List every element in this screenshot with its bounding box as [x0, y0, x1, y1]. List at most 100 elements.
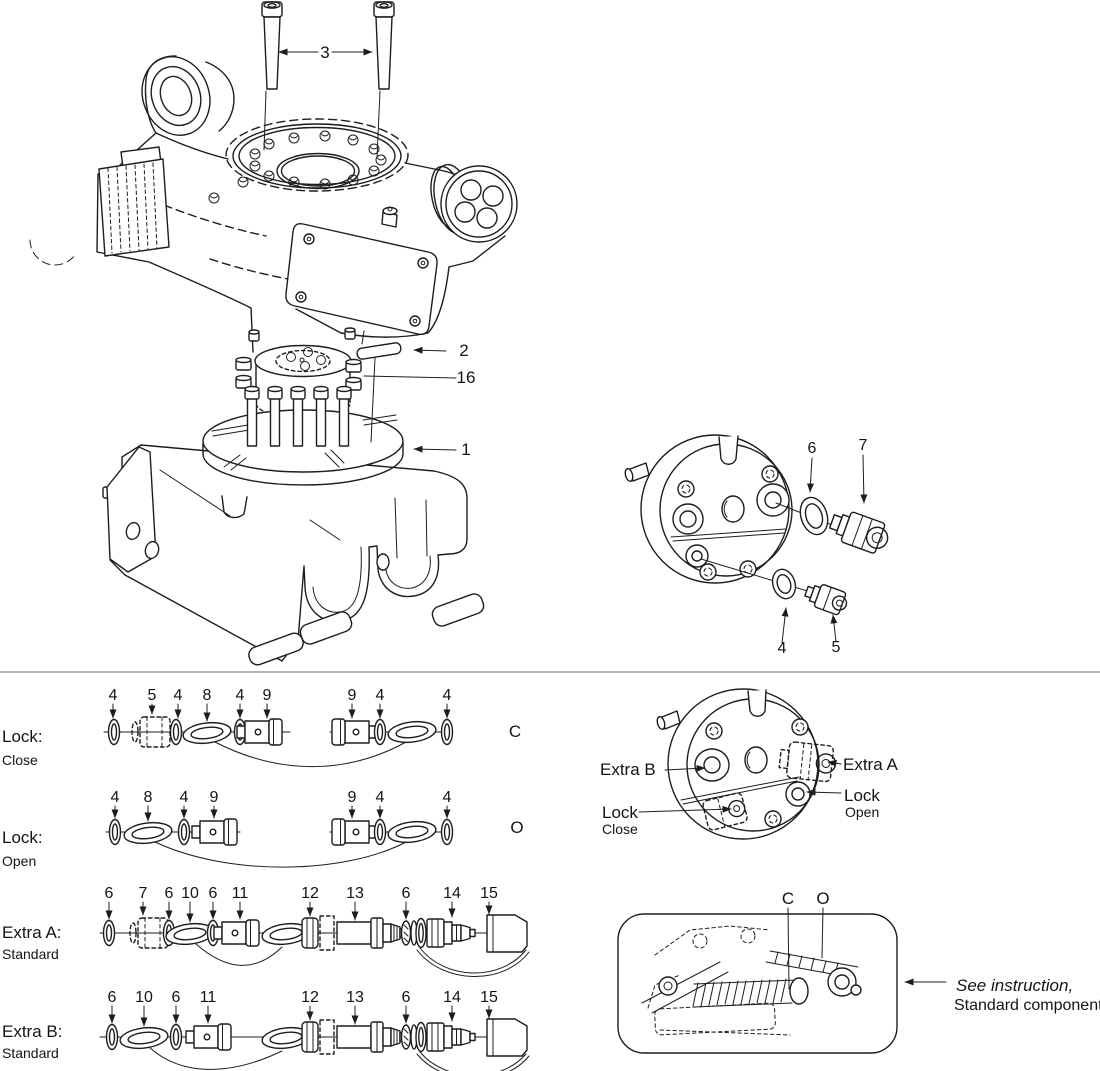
callout-2-label: 2 — [459, 341, 468, 360]
row-title: Extra A: — [2, 923, 62, 942]
svg-text:6: 6 — [105, 885, 114, 902]
callout-1: 1 — [413, 440, 471, 459]
lock-open-label: Lock — [844, 786, 880, 805]
svg-text:7: 7 — [859, 437, 868, 454]
elbow-port — [141, 56, 235, 136]
callout-6: 6 — [807, 440, 817, 493]
row-subtitle: Standard — [2, 1045, 59, 1061]
callout-3: 3 — [278, 43, 373, 62]
row-title: Lock: — [2, 828, 43, 847]
svg-text:9: 9 — [263, 687, 272, 704]
socket-bolt-icon — [373, 1, 395, 90]
plug-fitting-5 — [804, 584, 848, 616]
svg-text:14: 14 — [443, 885, 461, 902]
svg-text:6: 6 — [108, 989, 117, 1006]
callout-2: 2 — [413, 341, 469, 360]
row-lock-close: Lock: Close C 4 5 4 8 4 9 9 4 4 — [2, 687, 521, 768]
svg-text:11: 11 — [232, 885, 249, 902]
svg-text:5: 5 — [832, 639, 841, 656]
svg-text:6: 6 — [165, 885, 174, 902]
callout-16-label: 16 — [457, 368, 476, 387]
svg-text:8: 8 — [203, 687, 212, 704]
row-title: Lock: — [2, 727, 43, 746]
svg-text:4: 4 — [174, 687, 183, 704]
seal-ring-4 — [771, 568, 797, 600]
svg-text:10: 10 — [135, 989, 153, 1006]
row-callouts: 6 10 6 11 12 13 6 14 15 — [108, 989, 498, 1027]
svg-text:4: 4 — [376, 687, 385, 704]
svg-text:7: 7 — [139, 885, 148, 902]
svg-text:4: 4 — [376, 789, 385, 806]
plug-fitting-7 — [828, 511, 889, 554]
callout-7: 7 — [859, 437, 868, 504]
row-code: O — [510, 818, 523, 837]
svg-text:14: 14 — [443, 989, 461, 1006]
row-code: C — [509, 722, 521, 741]
callout-3-label: 3 — [320, 43, 329, 62]
svg-text:4: 4 — [778, 640, 787, 657]
key-pin — [356, 330, 402, 443]
svg-text:4: 4 — [236, 687, 245, 704]
grapple-drawing — [641, 925, 862, 1036]
hose-flange — [430, 163, 518, 243]
mounting-bracket — [102, 444, 485, 666]
row-subtitle: Standard — [2, 946, 59, 962]
svg-text:6: 6 — [808, 440, 817, 457]
damper-block — [98, 146, 170, 257]
svg-text:9: 9 — [348, 687, 357, 704]
lock-close-sub: Close — [602, 821, 638, 837]
main-assembly-drawing: 3 2 16 1 — [29, 1, 518, 666]
row-callouts: 4 8 4 9 9 4 4 — [111, 789, 452, 822]
svg-text:6: 6 — [402, 989, 411, 1006]
svg-text:11: 11 — [200, 989, 217, 1006]
distributor-studs — [244, 385, 352, 447]
svg-text:15: 15 — [480, 885, 498, 902]
svg-text:6: 6 — [402, 885, 411, 902]
callout-5: 5 — [830, 614, 841, 656]
svg-text:4: 4 — [443, 687, 452, 704]
svg-text:12: 12 — [301, 989, 319, 1006]
callout-16: 16 — [363, 368, 476, 387]
instruction-box: C O See instruction, Standard components — [617, 889, 1100, 1054]
svg-text:13: 13 — [346, 989, 364, 1006]
lock-close-label: Lock — [602, 803, 638, 822]
note-line-1: See instruction, — [956, 976, 1073, 995]
c-o-callouts: C O — [782, 889, 830, 990]
row-title: Extra B: — [2, 1022, 62, 1041]
row-lock-open: Lock: Open O 4 8 4 9 9 4 4 — [2, 789, 524, 869]
svg-text:5: 5 — [148, 687, 157, 704]
port-identification-view: Extra B Extra A Lock Open Lock Close — [600, 688, 898, 840]
svg-text:6: 6 — [209, 885, 218, 902]
socket-bolt-icon — [261, 1, 283, 90]
svg-text:4: 4 — [180, 789, 189, 806]
svg-text:4: 4 — [111, 789, 120, 806]
rotator-body — [29, 55, 506, 353]
slewing-ring — [208, 118, 409, 204]
o-label: O — [816, 889, 829, 908]
see-instruction-note: See instruction, Standard components — [904, 976, 1100, 1014]
row-callouts: 4 5 4 8 4 9 9 4 4 — [109, 687, 452, 722]
row-subtitle: Open — [2, 853, 36, 869]
extra-a-label: Extra A — [843, 755, 898, 774]
row-subtitle: Close — [2, 752, 38, 768]
callout-4: 4 — [778, 607, 789, 657]
plug-detail-view: 6 7 4 5 — [624, 434, 889, 657]
svg-text:10: 10 — [181, 885, 199, 902]
svg-text:6: 6 — [172, 989, 181, 1006]
svg-text:4: 4 — [443, 789, 452, 806]
svg-text:12: 12 — [301, 885, 319, 902]
port-plate-drawing — [624, 434, 793, 584]
instruction-box-frame — [617, 913, 898, 1054]
note-line-2: Standard components — [954, 997, 1100, 1014]
lock-open-sub: Open — [845, 804, 879, 820]
row-extra-a: Extra A: Standard 6 7 6 10 6 11 12 13 6 … — [2, 885, 530, 977]
svg-text:9: 9 — [348, 789, 357, 806]
seal-ring-6 — [799, 496, 829, 536]
extra-b-label: Extra B — [600, 760, 656, 779]
svg-text:15: 15 — [480, 989, 498, 1006]
svg-text:13: 13 — [346, 885, 364, 902]
svg-text:4: 4 — [109, 687, 118, 704]
port-labels: Extra B Extra A Lock Open Lock Close — [600, 755, 898, 837]
